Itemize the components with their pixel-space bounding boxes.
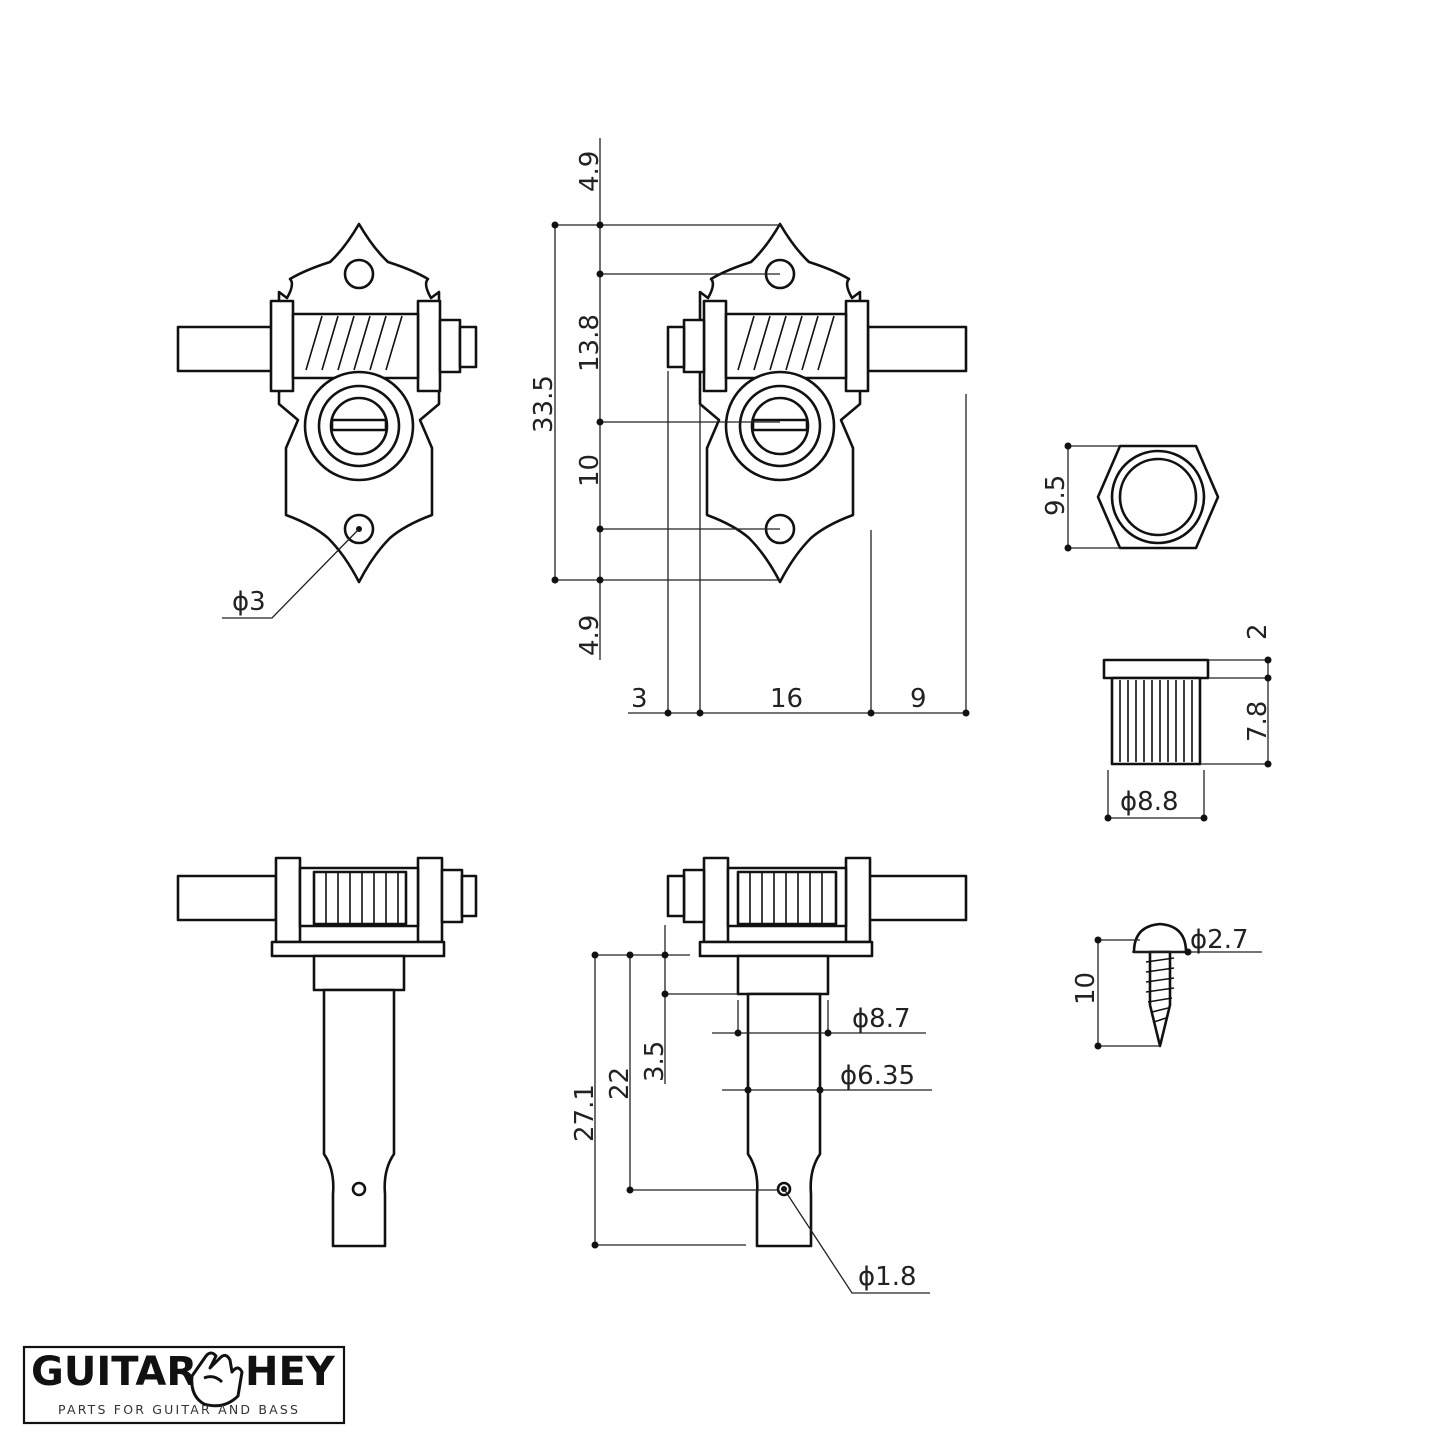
dim-10: 10 xyxy=(575,454,605,487)
logo-text-guitar: GUITAR xyxy=(31,1349,197,1395)
dim-bottom-4-9: 4.9 xyxy=(575,615,605,656)
guitarhey-logo: GUITAR HEY PARTS FOR GUITAR AND BASS xyxy=(22,1345,346,1425)
dim-post-3-5: 3.5 xyxy=(640,1041,670,1082)
logo-text-hey: HEY xyxy=(245,1349,336,1395)
logo-tagline: PARTS FOR GUITAR AND BASS xyxy=(58,1402,300,1417)
dim-13-8: 13.8 xyxy=(575,314,605,372)
dim-post-hole-dia: ϕ1.8 xyxy=(858,1262,917,1292)
dim-hole-dia: ϕ3 xyxy=(232,587,266,617)
dim-post-dia-8-7: ϕ8.7 xyxy=(852,1004,911,1034)
dim-width-9: 9 xyxy=(910,684,927,714)
dim-bushing-dia: ϕ8.8 xyxy=(1120,787,1179,817)
dim-post-27-1: 27.1 xyxy=(570,1084,600,1142)
front-view-left: ϕ3 xyxy=(176,222,478,619)
dim-bushing-2: 2 xyxy=(1243,623,1273,640)
dim-width-3: 3 xyxy=(631,684,648,714)
dim-nut-9-5: 9.5 xyxy=(1041,475,1071,516)
dim-screw-dia: ϕ2.7 xyxy=(1190,925,1249,955)
bushing-view: 2 7.8 ϕ8.8 xyxy=(1102,623,1273,822)
dim-width-16: 16 xyxy=(770,684,803,714)
dim-post-dia-6-35: ϕ6.35 xyxy=(840,1061,915,1091)
dim-33-5: 33.5 xyxy=(529,375,559,433)
front-view-center: 4.9 13.8 33.5 10 4.9 3 16 9 xyxy=(529,138,970,717)
side-view-left xyxy=(176,856,478,1248)
dim-top-4-9: 4.9 xyxy=(575,151,605,192)
side-view-center: 27.1 22 3.5 ϕ8.7 ϕ6.35 ϕ1.8 xyxy=(570,856,968,1294)
dim-bushing-7-8: 7.8 xyxy=(1243,701,1273,742)
dim-post-22: 22 xyxy=(605,1067,635,1100)
dim-screw-10: 10 xyxy=(1071,972,1101,1005)
rock-hand-icon xyxy=(190,1351,244,1408)
screw-view: 10 ϕ2.7 xyxy=(1071,922,1262,1050)
hex-nut-view: 9.5 xyxy=(1041,442,1220,552)
